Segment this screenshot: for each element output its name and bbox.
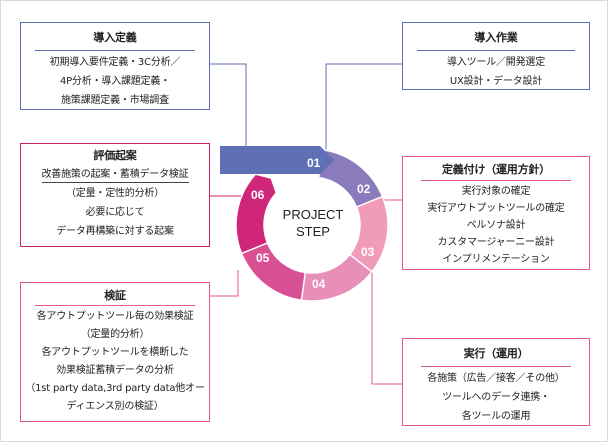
divider: [421, 180, 571, 181]
box-line: 導入ツール／開発選定: [447, 57, 545, 68]
box-line: 効果検証蓄積データの分析: [56, 365, 174, 376]
box-line: 4P分析・導入課題定義・: [60, 76, 170, 87]
box-line: ツールへのデータ連携・: [442, 392, 550, 403]
step-01-label: 01: [307, 156, 321, 170]
divider: [421, 366, 571, 367]
box-line: 施策課題定義・市場調査: [61, 95, 169, 106]
box-intro-work-title: 導入作業: [474, 31, 518, 44]
box-line: 必要に応じて: [85, 207, 145, 218]
box-line: 各ツールの運用: [461, 411, 531, 422]
connector-execution: [371, 272, 402, 385]
step-05-label: 05: [256, 251, 270, 265]
step-ring: [235, 148, 389, 302]
box-line: 各施策（広告／接客／その他）: [427, 373, 565, 384]
box-line: 初期導入要件定義・3C分析／: [49, 57, 181, 68]
center-title-line1: PROJECT: [283, 207, 344, 222]
box-line: ペルソナ設計: [466, 220, 526, 231]
box-line: （定量的分析）: [80, 329, 150, 340]
box-intro-definition-title: 導入定義: [93, 31, 137, 44]
divider: [35, 305, 195, 306]
box-line: 実行アウトプットツールの確定: [427, 203, 565, 214]
box-intro-work: 導入作業 導入ツール／開発選定 UX設計・データ設計: [402, 22, 590, 90]
box-line: 改善施策の起案・蓄積データ検証: [41, 167, 189, 183]
box-evaluation-title: 評価起案: [93, 149, 137, 162]
box-line: 実行対象の確定: [461, 186, 531, 197]
box-line: 各アウトプットツール毎の効果検証: [36, 311, 194, 322]
box-evaluation: 評価起案 改善施策の起案・蓄積データ検証 （定量・定性的分析） 必要に応じて デ…: [20, 143, 210, 247]
box-line: データ再構築に対する起案: [56, 226, 174, 237]
step-01-banner: [220, 146, 334, 174]
box-verification-title: 検証: [104, 289, 126, 302]
box-line: UX設計・データ設計: [449, 76, 543, 87]
box-line: インプリメンテーション: [442, 254, 550, 265]
connector-intro-work: [325, 63, 402, 150]
box-execution-title: 実行（運用）: [463, 347, 529, 360]
step-04-label: 04: [312, 277, 326, 291]
box-line: （1st party data,3rd party data他オー: [25, 383, 205, 394]
step-03-label: 03: [361, 245, 375, 259]
box-definition-title: 定義付け（運用方針）: [442, 163, 550, 176]
divider: [35, 50, 195, 51]
box-execution: 実行（運用） 各施策（広告／接客／その他） ツールへのデータ連携・ 各ツールの運…: [402, 338, 590, 426]
ring-segment-06: [235, 173, 278, 255]
box-intro-definition: 導入定義 初期導入要件定義・3C分析／ 4P分析・導入課題定義・ 施策課題定義・…: [20, 22, 210, 110]
box-line: カスタマージャーニー設計: [437, 237, 555, 248]
connector-verification: [210, 270, 239, 297]
box-line: 各アウトプットツールを横断した: [41, 347, 189, 358]
divider: [417, 50, 575, 51]
box-line: （定量・定性的分析）: [66, 188, 164, 199]
step-06-label: 06: [251, 188, 265, 202]
box-definition: 定義付け（運用方針） 実行対象の確定 実行アウトプットツールの確定 ペルソナ設計…: [402, 156, 590, 270]
center-title-line2: STEP: [296, 224, 330, 239]
box-line-underlined: 改善施策の起案・蓄積データ検証: [21, 165, 209, 184]
connector-intro-def: [210, 63, 247, 150]
box-line: ディエンス別の検証）: [66, 401, 164, 412]
box-verification: 検証 各アウトプットツール毎の効果検証 （定量的分析） 各アウトプットツールを横…: [20, 282, 210, 422]
step-02-label: 02: [357, 182, 371, 196]
